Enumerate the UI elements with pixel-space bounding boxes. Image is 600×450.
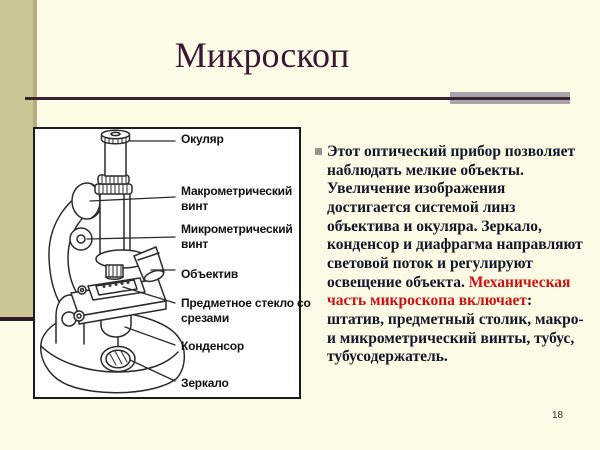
paragraph-segment: Этот оптический прибор позволяет наблюда… xyxy=(327,143,583,291)
micro-knob-drawing xyxy=(69,227,93,251)
diagram-panel: Окуляр Макрометрический винт Микрометрич… xyxy=(33,127,311,399)
stripe-underline xyxy=(0,317,34,321)
slide-title: Микроскоп xyxy=(174,35,350,75)
diagram-label-micro-screw: Микрометрический винт xyxy=(181,222,293,251)
diagram-label-slide-glass: Предметное стекло со срезами xyxy=(181,296,311,325)
paragraph-segment: : штатив, предметный столик, макро- и ми… xyxy=(327,292,584,366)
diagram-label-eyepiece: Окуляр xyxy=(181,132,224,146)
divider-line xyxy=(25,97,570,100)
paragraph-segment: Механическая часть микроскопа включает xyxy=(327,273,571,310)
eyepiece-drawing xyxy=(100,129,131,177)
collar-rings-drawing xyxy=(94,174,133,195)
bullet-square-icon xyxy=(315,148,322,155)
body-paragraph: Этот оптический прибор позволяет наблюда… xyxy=(327,143,585,367)
microscope-illustration xyxy=(40,129,185,394)
mirror-drawing xyxy=(100,337,136,373)
diagram-label-mirror: Зеркало xyxy=(181,376,229,390)
stage-drawing xyxy=(70,277,167,325)
objective-drawing xyxy=(95,246,165,283)
diagram-label-macro-screw: Макрометрический винт xyxy=(181,184,293,213)
diagram-label-objective: Объектив xyxy=(181,267,239,281)
leader-lines xyxy=(86,140,176,382)
diagram-label-condenser: Конденсор xyxy=(181,339,244,353)
page-number: 18 xyxy=(552,410,564,421)
